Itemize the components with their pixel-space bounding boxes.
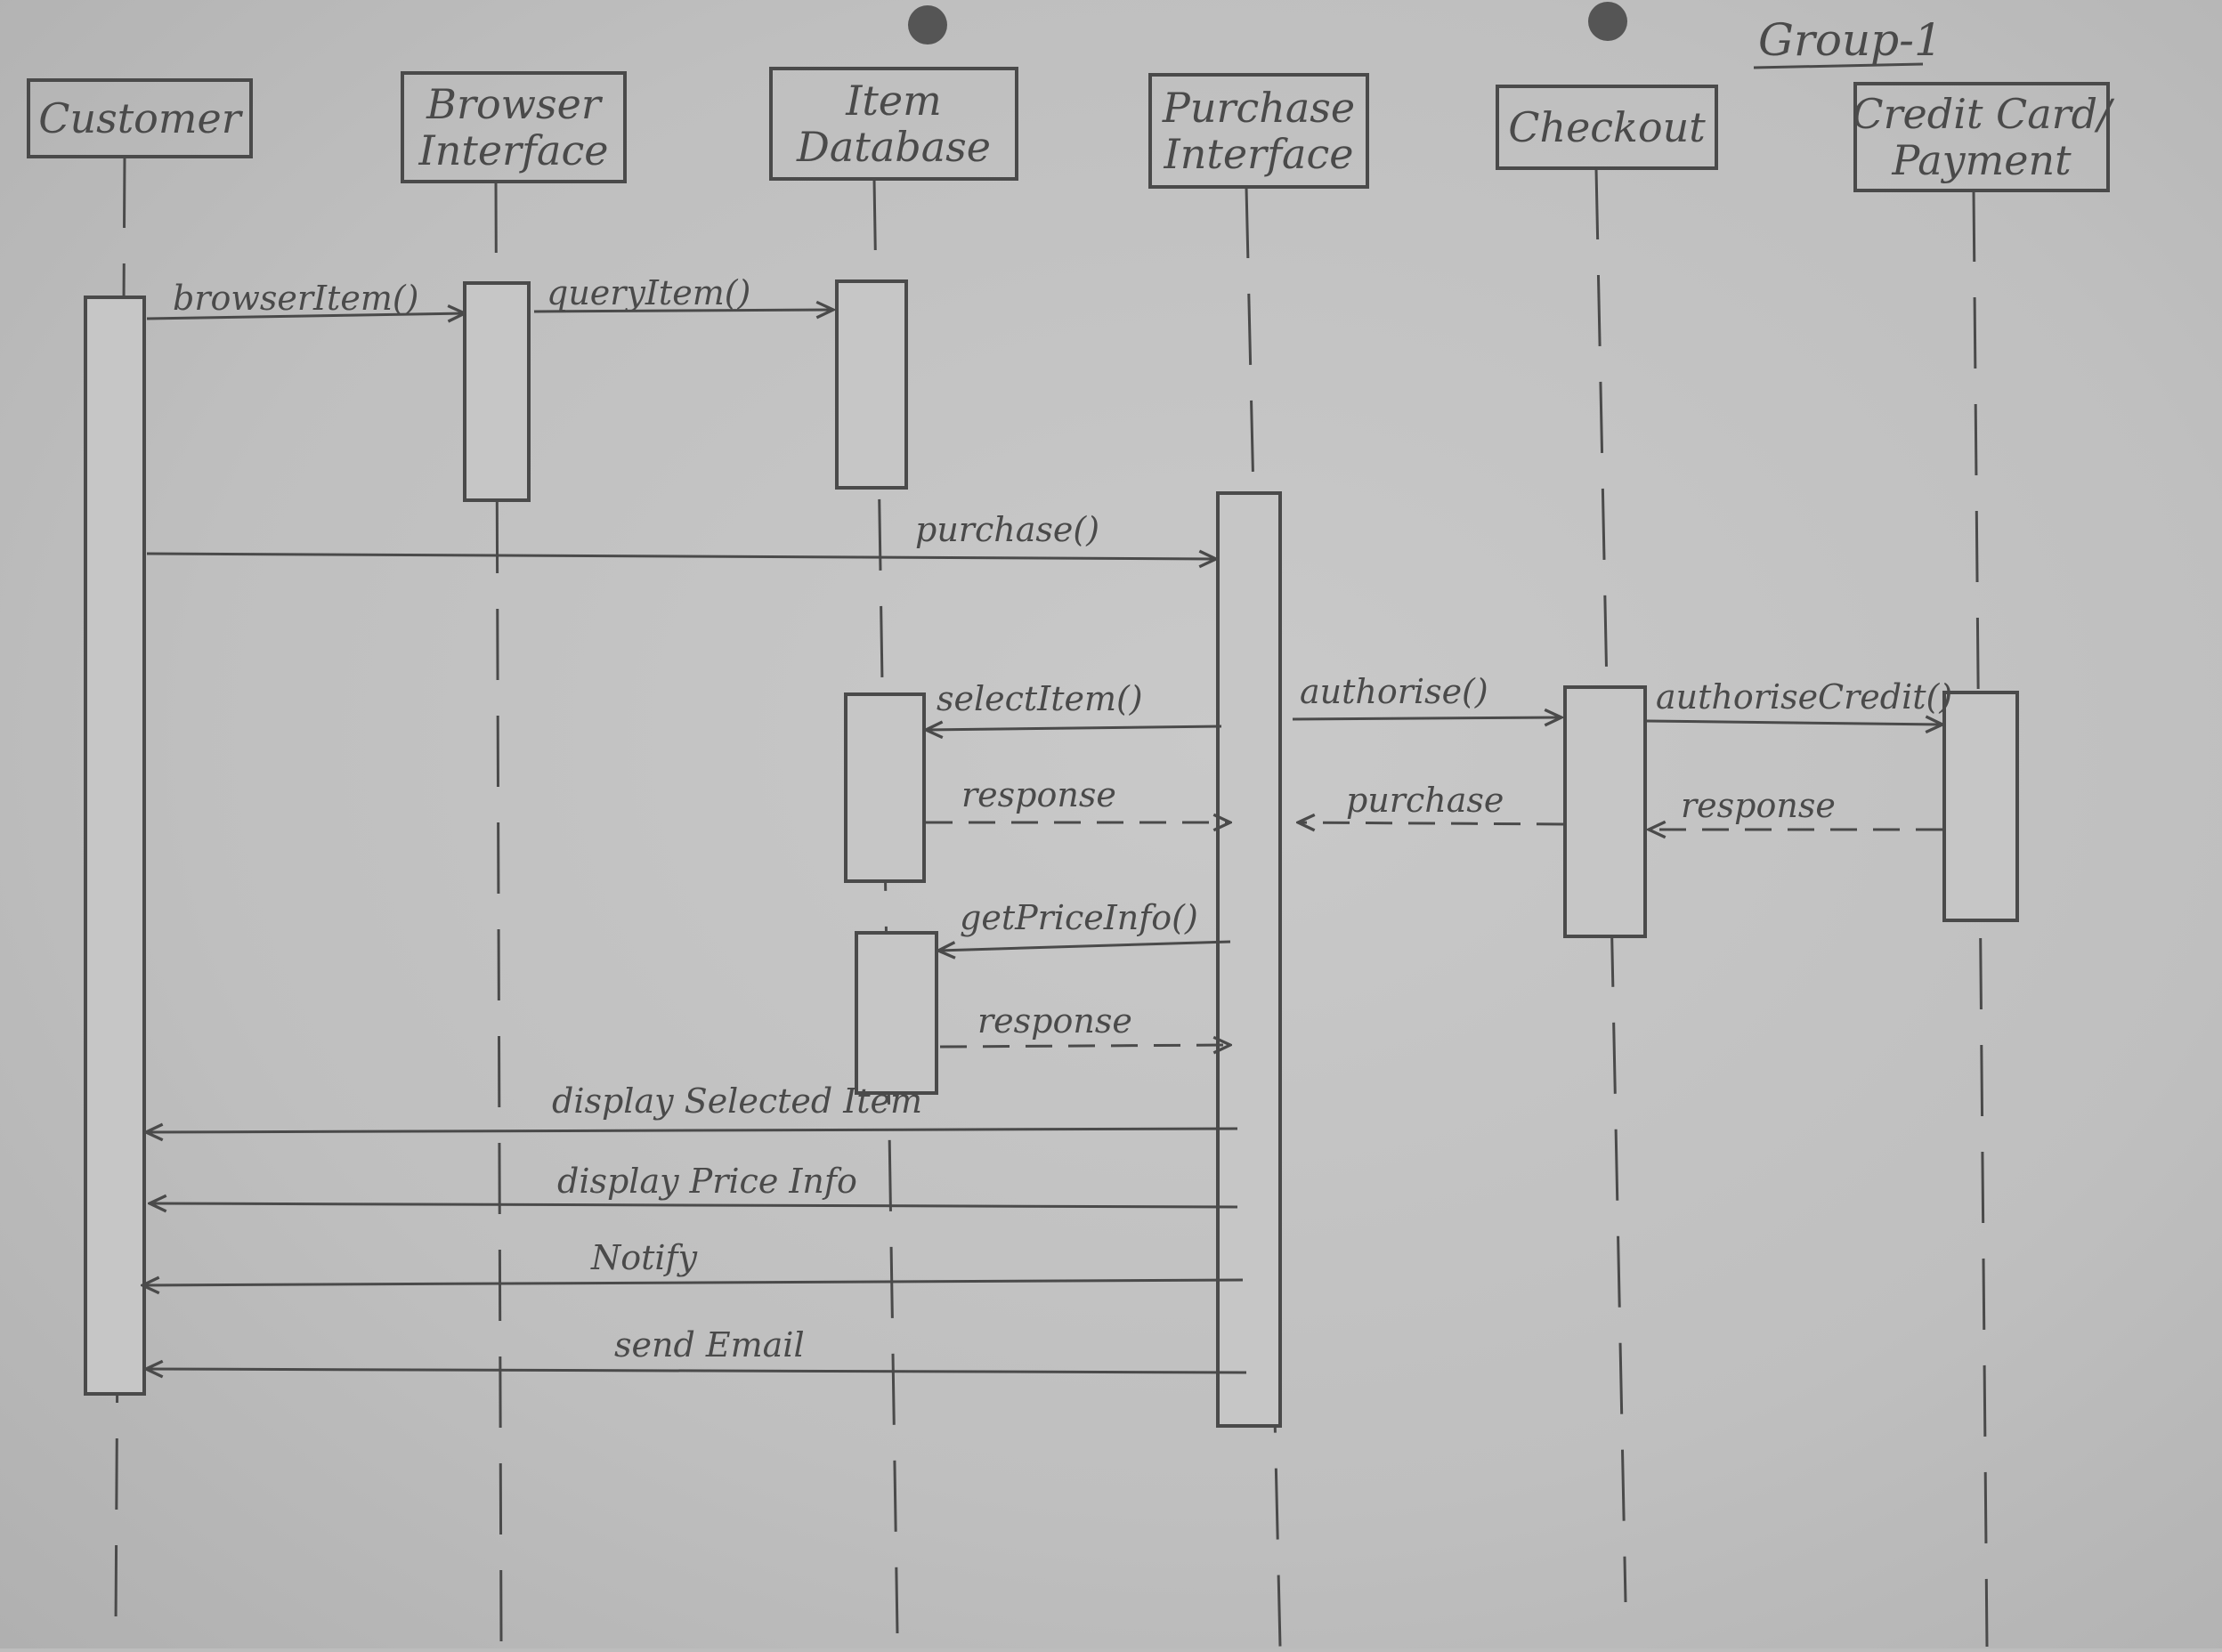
message-arrow-m7 bbox=[1646, 721, 1942, 725]
lifeline-label-line: Database bbox=[796, 123, 991, 171]
lifeline-payment bbox=[1972, 190, 1989, 1648]
message-arrow-m10 bbox=[938, 940, 1231, 951]
lifeline-label-line: Item bbox=[845, 77, 942, 125]
message-arrow-m1 bbox=[146, 313, 465, 319]
activation-itemdb-price bbox=[855, 931, 938, 1095]
message-label-m8: purchase bbox=[1346, 781, 1504, 820]
message-label-m5: response bbox=[961, 775, 1116, 814]
message-arrow-m3 bbox=[146, 554, 1216, 559]
message-label-m4: selectItem() bbox=[937, 679, 1143, 718]
lifeline-label-line: Payment bbox=[1891, 136, 2072, 184]
lifeline-label-line: Browser bbox=[426, 80, 604, 128]
message-label-m3: purchase() bbox=[915, 510, 1099, 549]
lifeline-label-line: Customer bbox=[38, 94, 243, 142]
message-arrow-m6 bbox=[1292, 717, 1561, 719]
message-label-m14: Notify bbox=[590, 1238, 698, 1277]
message-arrow-m4 bbox=[926, 726, 1222, 730]
message-label-m9: response bbox=[1681, 786, 1836, 825]
lifeline-label-line: Interface bbox=[1164, 130, 1354, 178]
punch-hole-right bbox=[1588, 2, 1627, 41]
activation-itemdb-select bbox=[844, 692, 926, 883]
activation-checkout bbox=[1563, 685, 1647, 938]
lifeline-head-payment bbox=[1853, 82, 2110, 192]
punch-hole-left bbox=[908, 5, 947, 45]
activation-browser bbox=[463, 281, 531, 502]
group-label: Group-1 bbox=[1758, 14, 1942, 66]
lifeline-label-line: Credit Card/ bbox=[1852, 90, 2115, 138]
message-label-m1: browserItem() bbox=[173, 279, 419, 318]
activation-itemdb-query bbox=[835, 279, 908, 490]
lifeline-head-customer bbox=[27, 78, 253, 158]
lifeline-label-payment: Credit Card/Payment bbox=[1852, 90, 2115, 184]
group-label-underline bbox=[1753, 62, 1924, 69]
message-arrow-m8 bbox=[1298, 822, 1564, 824]
message-label-m15: send Email bbox=[614, 1325, 805, 1365]
lifeline-head-itemdb bbox=[769, 67, 1018, 181]
lifeline-checkout bbox=[1594, 167, 1627, 1603]
activation-purchase bbox=[1216, 491, 1282, 1428]
message-label-m2: queryItem() bbox=[547, 273, 750, 312]
message-label-m13: display Price Info bbox=[557, 1162, 857, 1201]
message-label-m12: display Selected Item bbox=[552, 1081, 922, 1121]
message-arrow-m2 bbox=[533, 310, 833, 312]
lifeline-label-line: Checkout bbox=[1508, 103, 1706, 151]
lifeline-label-line: Interface bbox=[418, 126, 609, 174]
lifeline-head-checkout bbox=[1496, 85, 1718, 170]
lifeline-head-browser bbox=[401, 71, 627, 183]
activation-payment bbox=[1942, 691, 2019, 922]
lifeline-label-checkout: Checkout bbox=[1508, 103, 1706, 151]
lifeline-label-line: Purchase bbox=[1162, 84, 1355, 132]
message-label-m7: authoriseCredit() bbox=[1656, 677, 1952, 717]
message-arrow-m11 bbox=[939, 1045, 1230, 1047]
lifeline-head-purchase bbox=[1148, 73, 1369, 189]
message-arrow-m14 bbox=[142, 1280, 1244, 1285]
message-arrow-m13 bbox=[150, 1203, 1238, 1207]
activation-customer bbox=[84, 296, 146, 1396]
message-arrow-m15 bbox=[146, 1369, 1247, 1373]
message-label-m10: getPriceInfo() bbox=[960, 898, 1198, 937]
message-label-m6: authorise() bbox=[1300, 672, 1488, 711]
message-label-m11: response bbox=[977, 1001, 1132, 1041]
message-arrow-m12 bbox=[146, 1129, 1238, 1132]
lifeline-label-customer: Customer bbox=[38, 94, 243, 142]
